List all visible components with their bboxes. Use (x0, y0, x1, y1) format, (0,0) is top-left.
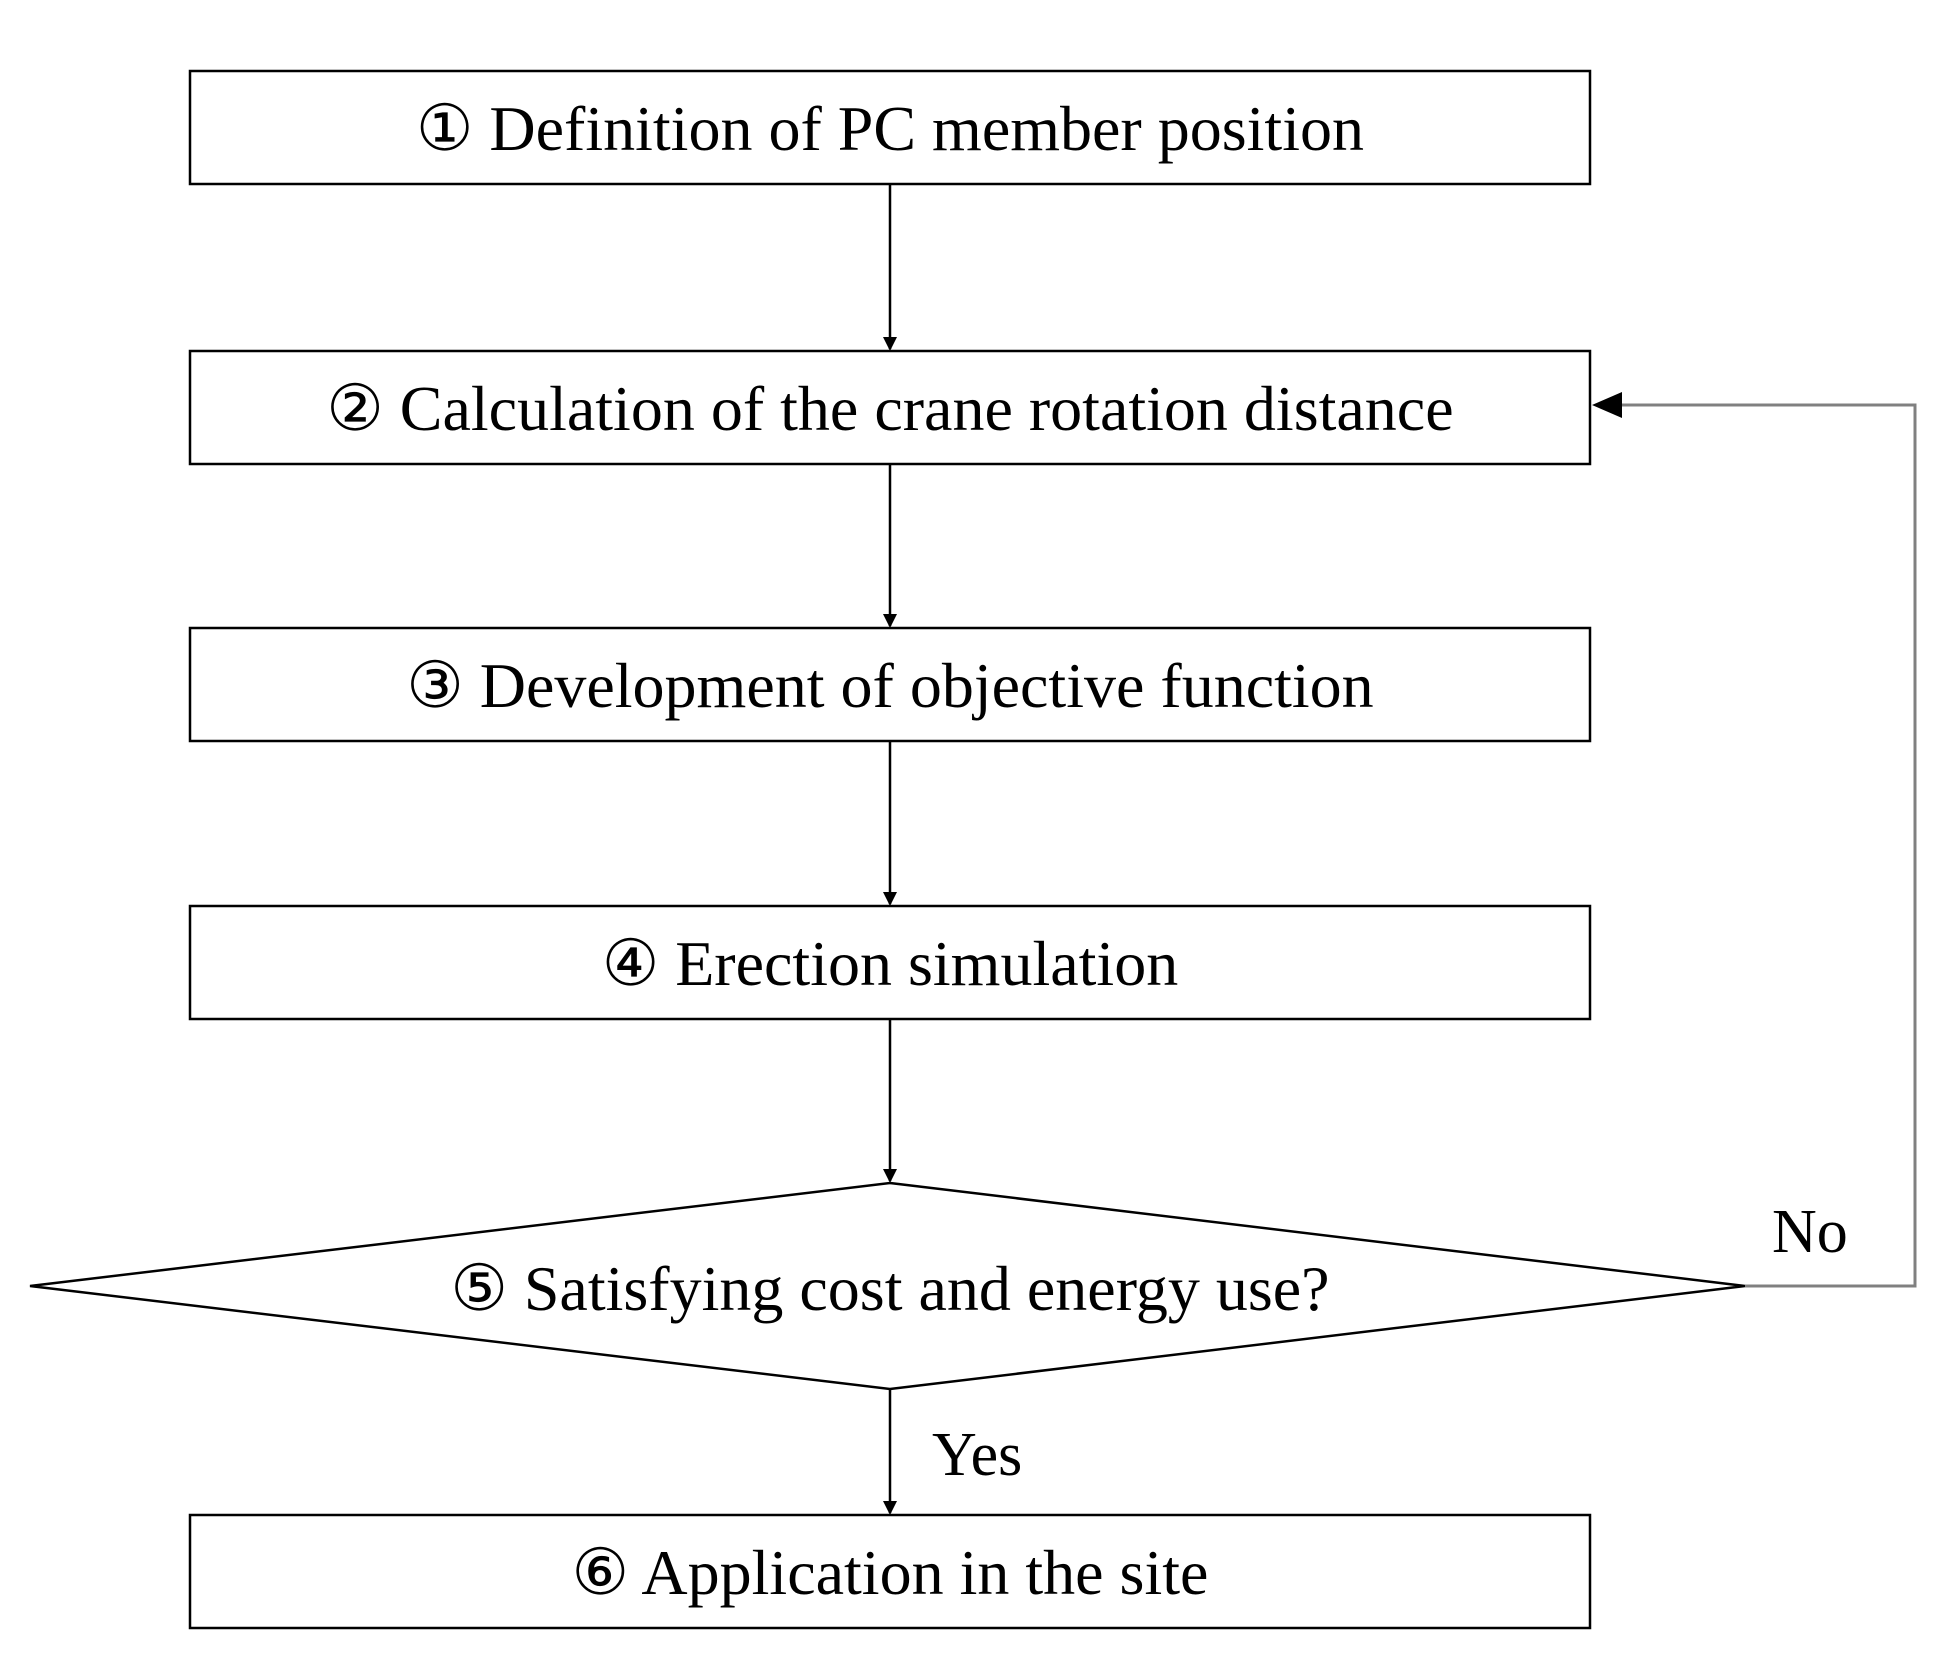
step-2-box: ② Calculation of the crane rotation dist… (188, 349, 1592, 466)
step-1-label: ① Definition of PC member position (416, 93, 1364, 164)
step-2-label: ② Calculation of the crane rotation dist… (326, 373, 1453, 444)
feedback-loop-line (1612, 403, 1917, 1288)
step-6-box: ⑥ Application in the site (188, 1513, 1592, 1630)
step-3-box: ③ Development of objective function (188, 626, 1592, 743)
decision-label: ⑤ Satisfying cost and energy use? (450, 1253, 1329, 1324)
step-6-label: ⑥ Application in the site (572, 1537, 1209, 1608)
no-branch-label: No (1772, 1198, 1848, 1266)
yes-branch-label: Yes (932, 1421, 1022, 1489)
step-4-box: ④ Erection simulation (188, 904, 1592, 1021)
step-1-box: ① Definition of PC member position (188, 69, 1592, 186)
step-4-label: ④ Erection simulation (602, 928, 1178, 999)
decision-diamond: ⑤ Satisfying cost and energy use? (29, 1181, 1746, 1391)
step-3-label: ③ Development of objective function (406, 650, 1373, 721)
feedback-arrowhead (1592, 392, 1622, 418)
